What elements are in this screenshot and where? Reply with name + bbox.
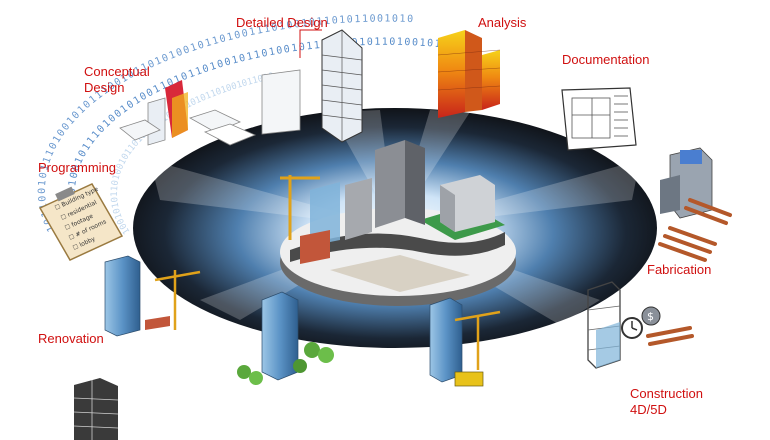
renovation-buildings [104,255,201,337]
stage-label-text: Detailed Design [236,15,328,30]
stage-label-documentation: Documentation [562,52,649,68]
construction-site-center [237,291,334,385]
documentation-drawing-sheet [561,87,637,151]
fabrication-machine [658,147,732,262]
stage-label-conceptual-design: Conceptual Design [84,64,150,96]
stage-label-text: Programming [38,160,117,175]
stage-label-line-2: 4D/5D [630,402,667,417]
stage-label-fabrication: Fabrication [647,262,711,278]
stage-label-text: Documentation [562,52,650,67]
construction-site-right [429,297,501,387]
stage-label-text: Renovation [38,331,104,346]
stage-label-analysis: Analysis [478,15,526,31]
stage-label-text: Fabrication [647,262,712,277]
stage-label-line-2: Design [84,80,125,95]
stage-label-programming: Programming [38,160,116,176]
stage-label-construction: Construction 4D/5D [630,386,703,418]
stage-label-renovation: Renovation [38,331,104,347]
stage-label-text: Analysis [478,15,527,30]
svg-text:$: $ [647,310,654,323]
stage-label-line-1: Conceptual [84,64,150,79]
stage-label-detailed-design: Detailed Design [236,15,328,31]
lattice-building [73,378,119,440]
construction-4d5d-model: $ [587,281,694,369]
central-city-model [280,140,516,306]
analysis-heatmap-building [437,30,501,118]
programming-clipboard: ☐ Building type ☐ residential ☐ footage … [38,183,124,261]
detailed-design-tower [261,29,363,143]
stage-label-line-1: Construction [630,386,703,401]
conceptual-design-model [119,80,257,146]
